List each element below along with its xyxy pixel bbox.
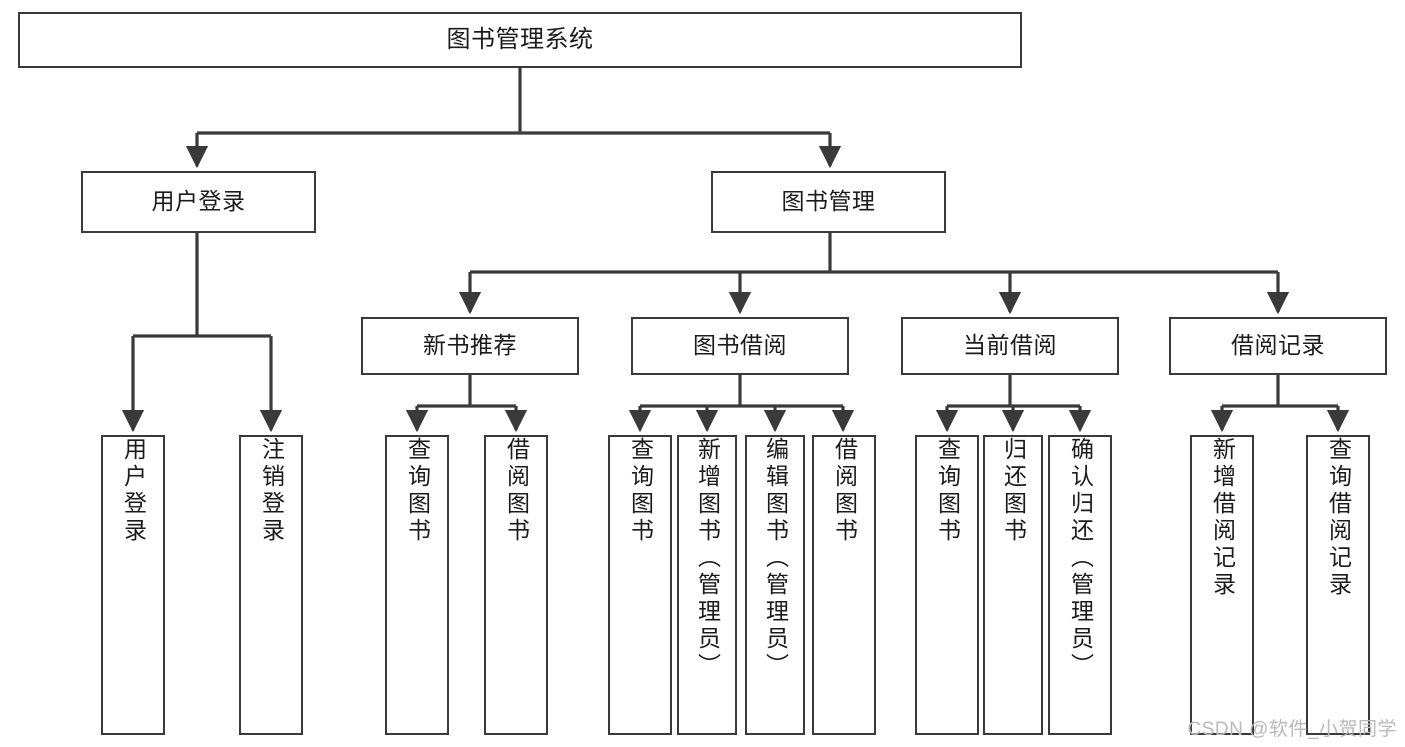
node-label: 借阅记录: [1231, 332, 1325, 359]
node-label: 新增借阅记录: [1209, 437, 1236, 599]
node-label: 图书管理系统: [446, 25, 594, 53]
node-current-borrow[interactable]: 当前借阅: [901, 317, 1119, 375]
node-borrow-record[interactable]: 借阅记录: [1169, 317, 1387, 375]
node-label: 注销登录: [258, 437, 285, 545]
node-label: 查询图书: [627, 437, 654, 545]
node-label: 图书借阅: [693, 332, 787, 359]
node-label: 确认归还（管理员）: [1067, 437, 1094, 680]
leaf-user-login[interactable]: 用户登录: [101, 435, 165, 735]
node-label: 借阅图书: [831, 437, 858, 545]
node-user-login[interactable]: 用户登录: [81, 171, 316, 233]
leaf-borrow-book[interactable]: 借阅图书: [812, 435, 876, 735]
node-label: 查询图书: [934, 437, 961, 545]
node-label: 用户登录: [151, 188, 246, 215]
node-label: 新书推荐: [423, 332, 517, 359]
leaf-return-book[interactable]: 归还图书: [983, 435, 1043, 735]
node-label: 图书管理: [781, 188, 876, 215]
node-label: 查询图书: [404, 437, 431, 545]
node-book-borrow[interactable]: 图书借阅: [631, 317, 849, 375]
leaf-edit-book-admin[interactable]: 编辑图书（管理员）: [745, 435, 805, 735]
leaf-query-borrow-record[interactable]: 查询借阅记录: [1306, 435, 1370, 735]
leaf-add-borrow-record[interactable]: 新增借阅记录: [1190, 435, 1254, 735]
node-label: 编辑图书（管理员）: [762, 437, 789, 680]
leaf-query-book-recommend[interactable]: 查询图书: [385, 435, 449, 735]
leaf-borrow-book-recommend[interactable]: 借阅图书: [484, 435, 548, 735]
node-label: 新增图书（管理员）: [694, 437, 721, 680]
watermark: CSDN @软件_小贺同学: [1187, 719, 1397, 740]
leaf-add-book-admin[interactable]: 新增图书（管理员）: [677, 435, 737, 735]
node-new-book-recommend[interactable]: 新书推荐: [361, 317, 579, 375]
node-label: 用户登录: [120, 437, 147, 545]
leaf-logout[interactable]: 注销登录: [239, 435, 303, 735]
node-label: 查询借阅记录: [1325, 437, 1352, 599]
node-book-management[interactable]: 图书管理: [711, 171, 946, 233]
node-label: 借阅图书: [503, 437, 530, 545]
leaf-confirm-return-admin[interactable]: 确认归还（管理员）: [1048, 435, 1112, 735]
leaf-query-book-current[interactable]: 查询图书: [915, 435, 979, 735]
node-label: 当前借阅: [963, 332, 1057, 359]
node-root-system[interactable]: 图书管理系统: [18, 12, 1022, 68]
node-label: 归还图书: [1000, 437, 1027, 545]
leaf-query-book-borrow[interactable]: 查询图书: [608, 435, 672, 735]
